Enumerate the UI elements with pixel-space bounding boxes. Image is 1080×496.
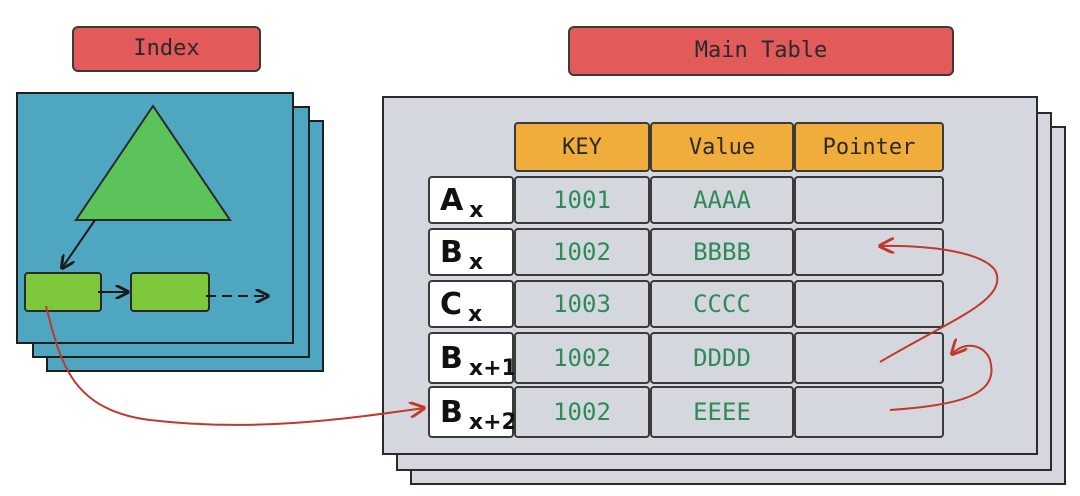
main-table-title-tag: Main Table — [568, 26, 954, 76]
value-text: EEEE — [693, 398, 751, 426]
header-key-label: KEY — [562, 134, 602, 160]
value-cell: EEEE — [650, 386, 794, 438]
index-leaf-node-2 — [130, 272, 210, 312]
index-title-tag: Index — [72, 26, 261, 72]
value-cell: CCCC — [650, 280, 794, 328]
header-value-label: Value — [688, 134, 756, 160]
value-cell: AAAA — [650, 176, 794, 224]
row-letter: B — [440, 234, 463, 270]
key-value: 1001 — [553, 186, 611, 214]
key-cell: 1002 — [514, 228, 650, 276]
pointer-cell — [794, 228, 944, 276]
index-leaf-node-1 — [24, 272, 102, 312]
main-table-title-label: Main Table — [694, 38, 828, 63]
row-letter: A — [440, 182, 464, 218]
key-cell: 1002 — [514, 386, 650, 438]
key-cell: 1001 — [514, 176, 650, 224]
row-subscript: x — [469, 197, 484, 223]
value-text: DDDD — [693, 344, 751, 372]
pointer-cell — [794, 332, 944, 384]
value-text: CCCC — [693, 290, 751, 318]
key-value: 1002 — [553, 238, 611, 266]
header-key: KEY — [514, 122, 650, 172]
value-text: AAAA — [693, 186, 751, 214]
key-value: 1002 — [553, 344, 611, 372]
key-value: 1003 — [553, 290, 611, 318]
key-value: 1002 — [553, 398, 611, 426]
row-subscript: x+1 — [468, 355, 517, 381]
value-text: BBBB — [693, 238, 751, 266]
key-cell: 1002 — [514, 332, 650, 384]
index-title-label: Index — [133, 36, 200, 61]
row-letter: C — [440, 286, 463, 322]
header-pointer-label: Pointer — [822, 134, 916, 160]
row-letter: B — [440, 394, 463, 430]
row-subscript: x — [468, 249, 484, 275]
pointer-cell — [794, 280, 944, 328]
header-pointer: Pointer — [794, 122, 944, 172]
header-value: Value — [650, 122, 794, 172]
row-letter: B — [440, 340, 463, 376]
pointer-cell — [794, 386, 944, 438]
key-cell: 1003 — [514, 280, 650, 328]
value-cell: DDDD — [650, 332, 794, 384]
pointer-cell — [794, 176, 944, 224]
value-cell: BBBB — [650, 228, 794, 276]
row-subscript: x — [468, 301, 483, 327]
row-subscript: x+2 — [468, 409, 517, 435]
